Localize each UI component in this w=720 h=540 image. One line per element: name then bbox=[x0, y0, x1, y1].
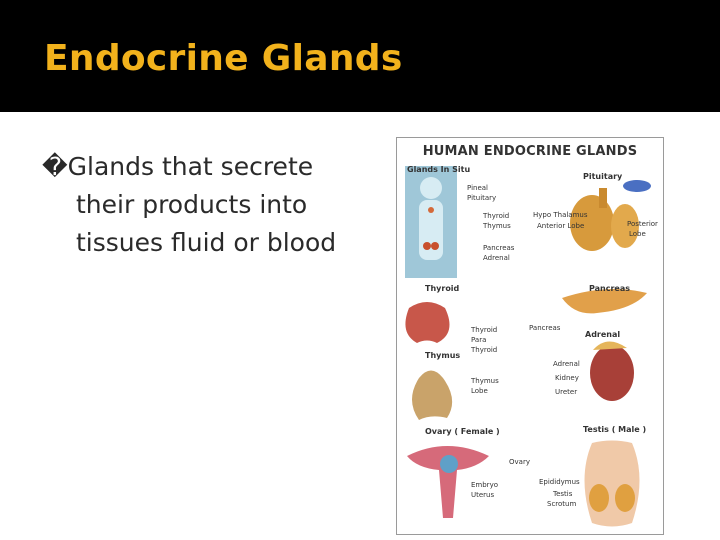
adrenal-dot-2 bbox=[431, 242, 439, 250]
label-ovary: Ovary bbox=[509, 458, 530, 466]
bullet-line-3: tissues fluid or blood bbox=[76, 228, 337, 257]
label-thyroid-detail-2: Thyroid bbox=[471, 346, 498, 354]
bullet-line-2: their products into bbox=[76, 190, 308, 219]
poster-title: HUMAN ENDOCRINE GLANDS bbox=[422, 144, 638, 159]
label-thymus-detail: Thymus bbox=[471, 377, 499, 385]
poster-heading-ovary: Ovary ( Female ) bbox=[425, 427, 500, 436]
label-lobe: Lobe bbox=[629, 230, 646, 238]
poster-illustration bbox=[405, 166, 651, 527]
label-adrenal-detail: Adrenal bbox=[553, 360, 580, 368]
label-testis: Testis bbox=[553, 490, 573, 498]
label-thymus-lobe: Lobe bbox=[471, 387, 488, 395]
label-embryo: Embryo bbox=[471, 481, 498, 489]
kidney-shape bbox=[590, 345, 634, 401]
pituitary-blue-part bbox=[623, 180, 651, 192]
label-epididymus: Epididymus bbox=[539, 478, 580, 486]
head-shape bbox=[420, 177, 442, 199]
testis-right bbox=[615, 484, 635, 512]
thyroid-dot bbox=[428, 207, 434, 213]
label-posterior: Posterior bbox=[627, 220, 658, 228]
label-pineal: Pineal bbox=[467, 184, 488, 192]
slide-title: Endocrine Glands bbox=[44, 38, 403, 79]
label-para: Para bbox=[471, 336, 487, 344]
pituitary-stalk bbox=[599, 188, 607, 208]
embryo-shape bbox=[440, 455, 458, 473]
poster-heading-thyroid: Thyroid bbox=[425, 284, 460, 293]
thyroid-shape bbox=[405, 302, 450, 343]
poster-heading-testis: Testis ( Male ) bbox=[583, 425, 647, 434]
label-thyroid-detail: Thyroid bbox=[471, 326, 498, 334]
endocrine-glands-poster-image: HUMAN ENDOCRINE GLANDS Glands In Situ Pi… bbox=[396, 137, 664, 535]
poster-heading-adrenal: Adrenal bbox=[585, 330, 621, 339]
thymus-shape bbox=[412, 370, 453, 420]
label-anterior-lobe: Anterior Lobe bbox=[537, 222, 585, 230]
label-thymus: Thymus bbox=[483, 222, 511, 230]
label-adrenal: Adrenal bbox=[483, 254, 510, 262]
bullet-line-1: Glands that secrete bbox=[67, 152, 314, 181]
poster-heading-thymus: Thymus bbox=[425, 351, 461, 360]
label-pancreas: Pancreas bbox=[483, 244, 515, 252]
poster-heading-pituitary: Pituitary bbox=[583, 172, 623, 181]
scrotum-shape bbox=[584, 440, 640, 527]
bullet-marker: � bbox=[42, 152, 68, 181]
bullet-paragraph: �Glands that secrete their products into… bbox=[42, 148, 372, 262]
uterus-shape bbox=[407, 446, 489, 518]
testis-left bbox=[589, 484, 609, 512]
pituitary-anterior bbox=[570, 195, 614, 251]
label-scrotum: Scrotum bbox=[547, 500, 577, 508]
label-thyroid: Thyroid bbox=[483, 212, 510, 220]
label-ureter: Ureter bbox=[555, 388, 578, 396]
label-pituitary: Pituitary bbox=[467, 194, 497, 202]
label-kidney: Kidney bbox=[555, 374, 579, 382]
adrenal-dot bbox=[423, 242, 431, 250]
poster-heading-pancreas: Pancreas bbox=[589, 284, 631, 293]
label-uterus: Uterus bbox=[471, 491, 495, 499]
adrenal-shape bbox=[593, 341, 627, 350]
label-hypo-thalamus: Hypo Thalamus bbox=[533, 211, 588, 219]
label-pancreas-detail: Pancreas bbox=[529, 324, 561, 332]
poster-heading-in-situ: Glands In Situ bbox=[407, 165, 471, 174]
pituitary-posterior bbox=[611, 204, 639, 248]
slide-header-bar: Endocrine Glands bbox=[0, 0, 720, 112]
pancreas-shape bbox=[562, 289, 647, 314]
